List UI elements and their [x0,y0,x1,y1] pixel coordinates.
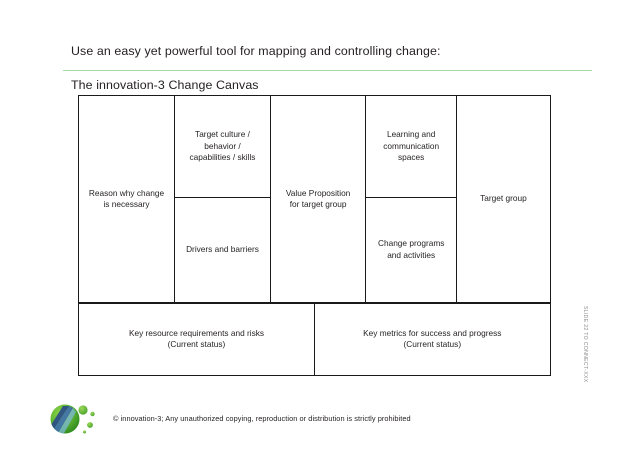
canvas-cell-culture[interactable]: Target culture / behavior / capabilities… [174,95,271,198]
page-title: Use an easy yet powerful tool for mappin… [71,26,591,111]
innovation-3-logo-icon [46,398,104,438]
canvas-cell-metrics[interactable]: Key metrics for success and progress (Cu… [313,302,551,376]
canvas-cell-resources[interactable]: Key resource requirements and risks (Cur… [78,302,315,376]
page-title-line-1: Use an easy yet powerful tool for mappin… [71,44,441,58]
canvas-cell-drivers[interactable]: Drivers and barriers [174,196,271,303]
canvas-cell-value-proposition[interactable]: Value Proposition for target group [269,95,367,303]
page-title-line-2: The innovation-3 Change Canvas [71,78,259,92]
footer: © innovation-3; Any unauthorized copying… [46,396,566,440]
copyright-text: © innovation-3; Any unauthorized copying… [113,414,411,423]
change-canvas: Reason why change is necessary Target cu… [78,95,551,376]
title-divider [63,70,592,71]
canvas-cell-programs[interactable]: Change programs and activities [365,196,458,303]
canvas-cell-reason[interactable]: Reason why change is necessary [78,95,175,303]
canvas-cell-learning[interactable]: Learning and communication spaces [365,95,458,198]
slide-side-watermark: SLIDE 22 TO CONNECT-XXX [582,306,588,383]
canvas-cell-target-group[interactable]: Target group [455,95,551,303]
